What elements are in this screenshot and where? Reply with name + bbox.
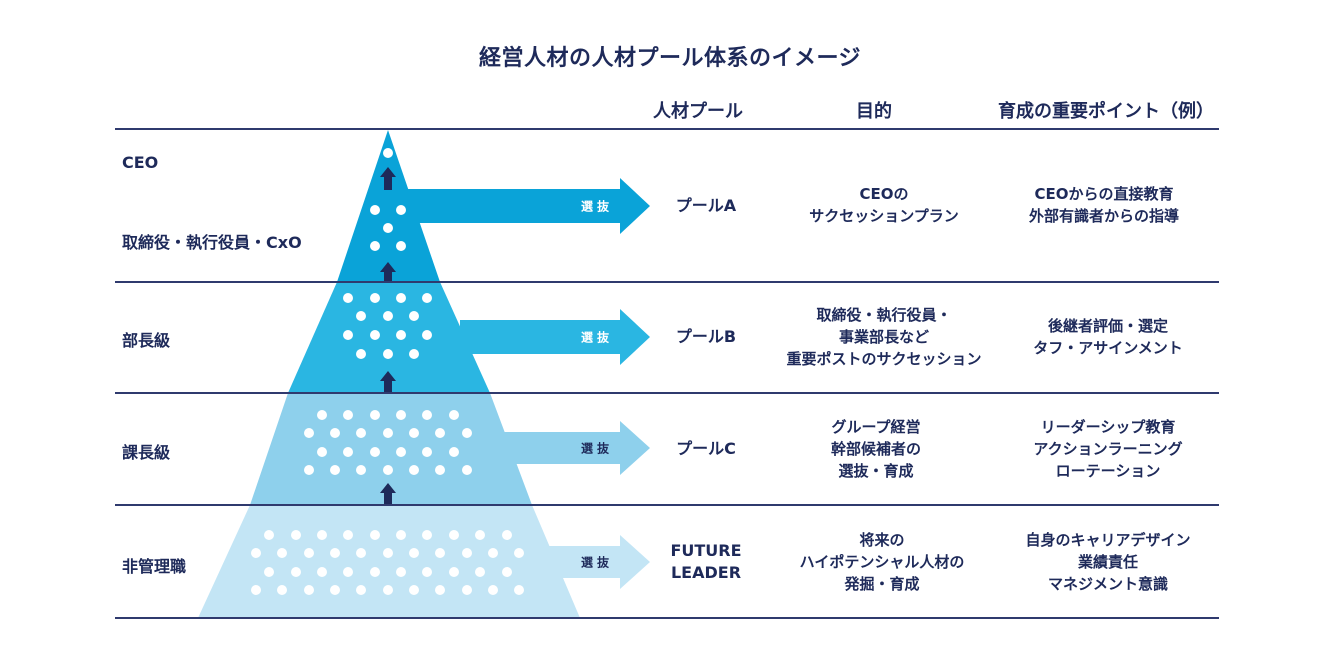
point-line: タフ・アサインメント xyxy=(1033,339,1183,357)
pyramid-tier-executive xyxy=(337,130,440,282)
row-divider xyxy=(115,392,1219,394)
up-arrows xyxy=(380,167,396,505)
row-divider xyxy=(115,504,1219,506)
point-line: マネジメント意識 xyxy=(1047,575,1169,593)
point-line: リーダーシップ教育 xyxy=(1040,418,1176,436)
purpose-line: 発掘・育成 xyxy=(844,575,920,593)
level-label-ceo: CEO xyxy=(122,153,159,172)
points-c: リーダーシップ教育 アクションラーニング ローテーション xyxy=(1033,416,1182,482)
pool-name-line: FUTURE xyxy=(670,541,742,560)
selection-label-c: 選抜 xyxy=(580,441,614,456)
purpose-a: CEOの サクセッションプラン xyxy=(809,183,959,227)
pyramid-tier-department-manager xyxy=(288,282,490,393)
point-line: 外部有識者からの指導 xyxy=(1028,207,1180,225)
column-header-purpose: 目的 xyxy=(856,101,892,122)
pool-c: プールC xyxy=(676,438,736,460)
purpose-c: グループ経営 幹部候補者の 選抜・育成 xyxy=(831,416,921,482)
dots-tier4 xyxy=(251,530,524,595)
row-divider xyxy=(115,281,1219,283)
points-future-leader: 自身のキャリアデザイン 業績責任 マネジメント意識 xyxy=(1025,529,1190,595)
pool-future-leader: FUTURE LEADER xyxy=(670,540,741,584)
purpose-line: 幹部候補者の xyxy=(830,440,922,458)
point-line: 自身のキャリアデザイン xyxy=(1025,531,1191,549)
purpose-line: 取締役・執行役員・ xyxy=(816,306,952,324)
pool-name: プールC xyxy=(676,439,736,458)
purpose-line: ハイポテンシャル人材の xyxy=(799,553,965,571)
purpose-future-leader: 将来の ハイポテンシャル人材の 発掘・育成 xyxy=(800,529,965,595)
pool-name: プールB xyxy=(675,327,737,346)
selection-arrow-c xyxy=(502,421,650,475)
selection-arrow-a xyxy=(408,178,650,234)
purpose-b: 取締役・執行役員・ 事業部長など 重要ポストのサクセッション xyxy=(786,304,981,370)
pool-b: プールB xyxy=(676,326,736,348)
dots-tier3 xyxy=(304,410,472,475)
points-a: CEOからの直接教育 外部有識者からの指導 xyxy=(1029,183,1179,227)
selection-arrow-b xyxy=(460,309,650,365)
selection-label-future: 選抜 xyxy=(580,555,614,570)
point-line: CEOからの直接教育 xyxy=(1034,185,1174,203)
level-label-nonmanager: 非管理職 xyxy=(122,557,187,576)
dots-tier1 xyxy=(370,148,406,251)
header-divider xyxy=(115,128,1219,130)
purpose-line: 将来の xyxy=(859,531,905,549)
point-line: アクションラーニング xyxy=(1033,440,1183,458)
up-arrow-icon xyxy=(380,167,396,190)
column-header-pool: 人材プール xyxy=(653,101,743,122)
purpose-line: 事業部長など xyxy=(838,328,930,346)
purpose-line: グループ経営 xyxy=(831,418,921,436)
up-arrow-icon xyxy=(380,262,396,283)
selection-arrow-future xyxy=(548,535,650,589)
points-b: 後継者評価・選定 タフ・アサインメント xyxy=(1033,315,1183,359)
purpose-line: 重要ポストのサクセッション xyxy=(786,350,982,368)
column-header-points: 育成の重要ポイント（例） xyxy=(998,101,1214,122)
level-label-executives: 取締役・執行役員・CxO xyxy=(122,233,302,252)
point-line: 後継者評価・選定 xyxy=(1047,317,1168,335)
bottom-divider xyxy=(115,617,1219,619)
pool-a: プールA xyxy=(676,195,736,217)
purpose-line: CEOの xyxy=(859,185,909,203)
selection-label-a: 選抜 xyxy=(580,199,614,214)
level-label-department-manager: 部長級 xyxy=(122,331,171,350)
dots-tier2 xyxy=(343,293,432,359)
level-label-section-manager: 課長級 xyxy=(122,443,171,462)
pool-name-line: LEADER xyxy=(670,563,742,582)
point-line: 業績責任 xyxy=(1077,553,1139,571)
point-line: ローテーション xyxy=(1055,462,1161,480)
pyramid-tier-nonmanager xyxy=(198,505,580,618)
up-arrow-icon xyxy=(380,483,396,505)
diagram-title: 経営人材の人材プール体系のイメージ xyxy=(478,46,862,71)
purpose-line: 選抜・育成 xyxy=(838,462,914,480)
selection-label-b: 選抜 xyxy=(580,330,614,345)
pool-name: プールA xyxy=(675,196,737,215)
purpose-line: サクセッションプラン xyxy=(809,207,959,225)
pyramid-tier-section-manager xyxy=(250,393,532,505)
up-arrow-icon xyxy=(380,371,396,393)
